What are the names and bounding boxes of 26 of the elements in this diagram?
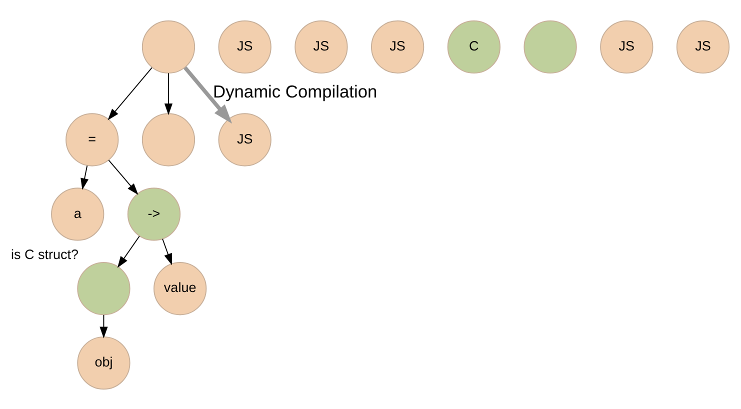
node-label: is C struct? <box>10 246 79 262</box>
node-circle: JS <box>676 20 730 74</box>
node-circle: a <box>51 187 104 240</box>
node-circle <box>142 20 196 74</box>
node-circle: JS <box>600 20 654 74</box>
arrow <box>80 164 89 190</box>
arrow <box>108 66 152 120</box>
node-circle <box>77 262 130 315</box>
node-circle: C <box>447 20 500 74</box>
arrow <box>100 314 108 338</box>
node-circle: JS <box>370 20 424 74</box>
arrow <box>184 66 232 124</box>
node-circle: JS <box>294 20 348 74</box>
edge-label: Dynamic Compilation <box>213 81 378 102</box>
node-circle: = <box>66 112 119 166</box>
arrow <box>117 235 140 268</box>
node-circle: value <box>154 262 207 315</box>
node-circle <box>142 112 196 166</box>
node-circle: -> <box>127 187 181 240</box>
node-circle: obj <box>77 336 130 390</box>
arrow <box>164 72 173 115</box>
arrow <box>108 159 138 194</box>
node-circle <box>524 20 577 74</box>
node-circle: JS <box>218 112 272 166</box>
node-circle: JS <box>218 20 272 74</box>
arrow <box>162 238 172 265</box>
